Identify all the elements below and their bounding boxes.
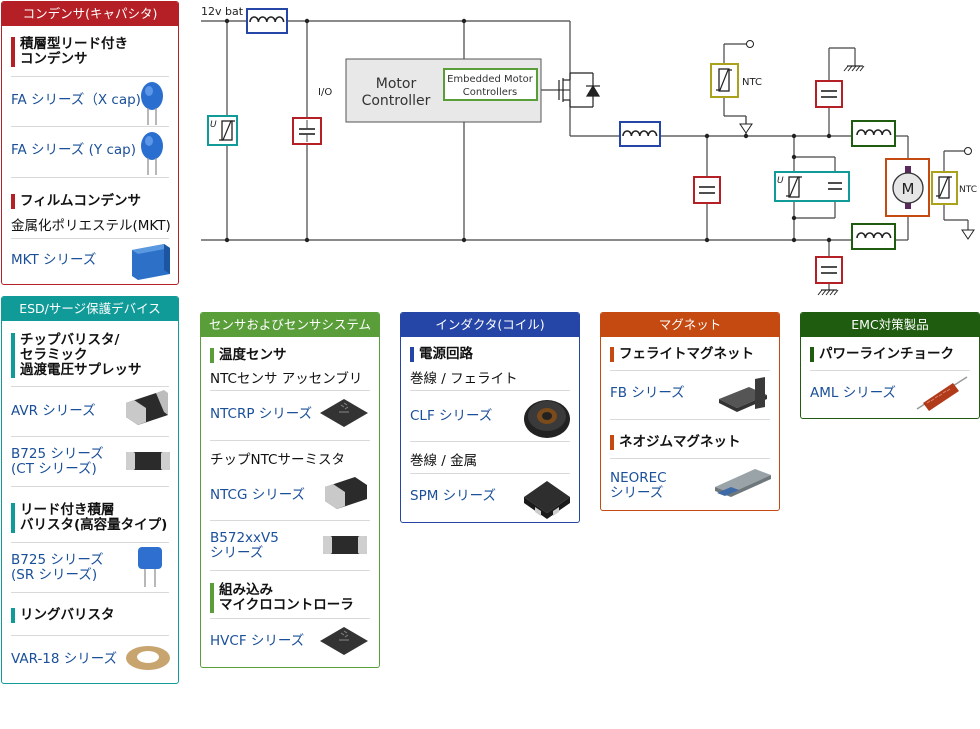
subheading-embedded-mcu: 組み込みマイクロコントローラ [210, 583, 370, 613]
link-avr-series[interactable]: AVR シリーズ [11, 403, 96, 419]
y-capacitor-bottom[interactable] [815, 256, 843, 296]
subheading-neodymium-magnet: ネオジムマグネット [610, 435, 770, 450]
motor-controller-block[interactable]: Motor Controller Embedded Motor Controll… [345, 58, 542, 123]
chip-ntc-label: チップNTCサーミスタ [210, 452, 345, 468]
link-mkt-series[interactable]: MKT シリーズ [11, 252, 97, 268]
link-clf-series[interactable]: CLF シリーズ [410, 408, 493, 424]
subheading-ferrite-magnet: フェライトマグネット [610, 347, 770, 362]
subheading-film-capacitor: フィルムコンデンサ [11, 194, 169, 209]
mosfet-switch [558, 72, 601, 108]
input-varistor[interactable]: U [207, 115, 238, 146]
link-b725-ct-series[interactable]: B725 シリーズ(CT シリーズ) [11, 446, 104, 477]
link-b725-sr-series[interactable]: B725 シリーズ(SR シリーズ) [11, 552, 104, 583]
fb-magnet-image [719, 377, 767, 412]
hvcf-ic-image [320, 627, 368, 655]
panel-magnets: マグネット フェライトマグネット FB シリーズ ネオジムマグネット NEORE… [600, 312, 780, 511]
b572-image [323, 536, 367, 554]
motor[interactable]: M [885, 158, 930, 217]
subheading-leaded-varistor: リード付き積層バリスタ(高容量タイプ) [11, 503, 169, 533]
bat-label: 12v bat [201, 5, 244, 18]
panel-header: センサおよびセンサシステム [201, 313, 379, 337]
wirewound-ferrite-label: 巻線 / フェライト [410, 371, 518, 387]
panel-esd-surge: ESD/サージ保護デバイス チップバリスタ/セラミック過渡電圧サプレッサ AVR… [1, 296, 179, 684]
svg-text:NTC: NTC [959, 185, 977, 195]
ntcg-chip-image [325, 477, 367, 509]
svg-text:Controller: Controller [362, 93, 431, 109]
link-aml-series[interactable]: AML シリーズ [810, 385, 897, 401]
svg-text:Motor: Motor [376, 76, 417, 92]
subheading-power-circuit: 電源回路 [410, 347, 570, 362]
output-inductor[interactable] [619, 121, 661, 147]
filter-capacitor[interactable] [693, 176, 721, 204]
io-label: I/O [318, 87, 332, 98]
ring-varistor-image [126, 646, 170, 670]
link-fa-series-x[interactable]: FA シリーズ（X cap) [11, 92, 141, 108]
panel-header: EMC対策製品 [801, 313, 979, 337]
clf-inductor-image [524, 400, 570, 438]
link-var18-series[interactable]: VAR-18 シリーズ [11, 651, 118, 667]
subheading-multilayer-leaded: 積層型リード付きコンデンサ [11, 37, 169, 67]
ntc-thermistor-2[interactable]: NTC [931, 147, 977, 240]
power-line-choke-top[interactable] [851, 120, 896, 147]
panel-header: ESD/サージ保護デバイス [2, 297, 178, 321]
link-ntcrp-series[interactable]: NTCRP シリーズ [210, 406, 313, 422]
y-capacitor-top[interactable] [815, 65, 865, 108]
panel-header: コンデンサ(キャパシタ) [2, 2, 178, 26]
avr-chip-image [126, 390, 168, 425]
svg-text:M: M [902, 180, 915, 198]
panel-header: マグネット [601, 313, 779, 337]
fa-y-cap-image [141, 132, 163, 175]
link-spm-series[interactable]: SPM シリーズ [410, 488, 496, 504]
subheading-temperature-sensor: 温度センサ [210, 348, 370, 363]
panel-header: インダクタ(コイル) [401, 313, 579, 337]
svg-text:NTC: NTC [742, 77, 762, 88]
input-inductor[interactable] [246, 8, 288, 34]
panel-emc: EMC対策製品 パワーラインチョーク AML シリーズ [800, 312, 980, 419]
panel-sensors: センサおよびセンサシステム 温度センサ NTCセンサ アッセンブリ NTCRP … [200, 312, 380, 668]
circuit-diagram: 12v bat I/O U Motor Controller Embedded … [201, 5, 977, 296]
svg-text:U: U [777, 176, 784, 186]
wirewound-metal-label: 巻線 / 金属 [410, 453, 478, 469]
varistor-capacitor-pair[interactable]: U [774, 171, 850, 202]
ntc-assembly-label: NTCセンサ アッセンブリ [210, 371, 363, 387]
mkt-cap-image [132, 244, 170, 280]
b725-ct-image [126, 452, 170, 470]
link-ntcg-series[interactable]: NTCG シリーズ [210, 487, 306, 503]
subheading-ring-varistor: リングバリスタ [11, 608, 169, 623]
power-line-choke-bottom[interactable] [851, 223, 896, 250]
link-fa-series-y[interactable]: FA シリーズ (Y cap) [11, 142, 137, 158]
input-capacitor[interactable] [292, 117, 322, 145]
panel-capacitors: コンデンサ(キャパシタ) 積層型リード付きコンデンサ FA シリーズ（X cap… [1, 1, 179, 285]
neorec-magnet-image [715, 469, 771, 497]
fa-x-cap-image [141, 82, 163, 125]
mkt-label: 金属化ポリエステル(MKT) [11, 218, 171, 234]
subheading-chip-varistor: チップバリスタ/セラミック過渡電圧サプレッサ [11, 333, 169, 378]
svg-text:U: U [210, 120, 217, 130]
link-hvcf-series[interactable]: HVCF シリーズ [210, 633, 305, 649]
link-fb-series[interactable]: FB シリーズ [610, 385, 685, 401]
junction-dots [224, 18, 832, 243]
svg-text:Embedded Motor: Embedded Motor [447, 74, 534, 85]
ntc-thermistor-1[interactable]: NTC [710, 40, 762, 134]
panel-inductors: インダクタ(コイル) 電源回路 巻線 / フェライト CLF シリーズ 巻線 /… [400, 312, 580, 523]
ntcrp-ic-image [320, 399, 368, 427]
aml-choke-image [916, 376, 968, 411]
subheading-power-line-choke: パワーラインチョーク [810, 347, 970, 362]
b725-sr-image [138, 547, 162, 587]
spm-inductor-image [524, 481, 570, 519]
svg-text:Controllers: Controllers [463, 87, 517, 98]
